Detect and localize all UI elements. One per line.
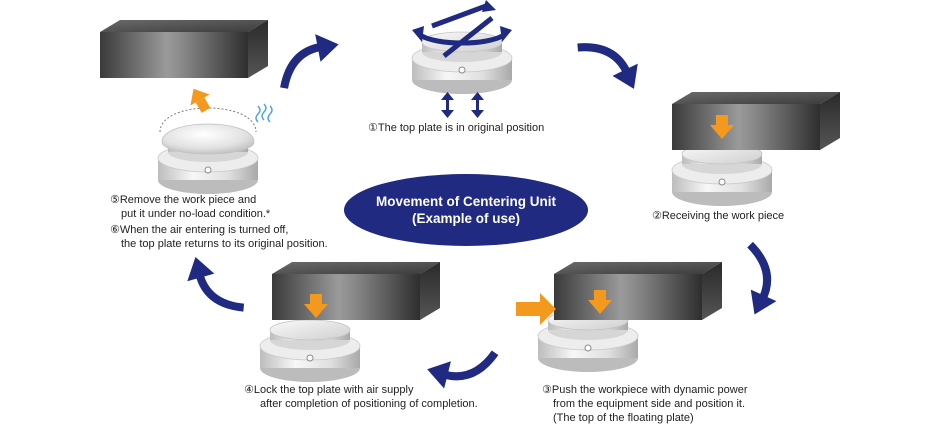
flow-arrow-5-to-1 <box>273 29 346 88</box>
step-3-caption-line-1: ③Push the workpiece with dynamic power <box>542 384 748 396</box>
step-3-caption-line-3: (The top of the floating plate) <box>553 412 694 424</box>
step-4-caption: ④Lock the top plate with air supply afte… <box>244 383 478 411</box>
step-2-caption-line: ②Receiving the work piece <box>652 210 785 222</box>
step-6-caption: ⑥When the air entering is turned off, th… <box>110 223 328 251</box>
step-3-workpiece <box>554 262 722 320</box>
step-6-caption-line-1: ⑥When the air entering is turned off, <box>110 224 289 236</box>
center-title: Movement of Centering Unit (Example of u… <box>346 175 586 245</box>
step-5-unit <box>157 123 259 195</box>
step-1-vertical-arrows <box>441 92 484 118</box>
center-title-line-2: (Example of use) <box>411 211 521 226</box>
step-3-push-arrow <box>516 293 556 325</box>
center-title-ellipse <box>344 174 588 246</box>
flow-arrow-1-to-2 <box>578 25 648 102</box>
center-title-line-1: Movement of Centering Unit <box>375 194 556 209</box>
step-4-workpiece <box>272 262 440 320</box>
step-5-up-arrow <box>190 88 211 113</box>
step-5-workpiece <box>100 20 268 78</box>
step-1-caption: ①The top plate is in original position <box>368 121 544 135</box>
step-2-unit <box>671 143 773 207</box>
step-3-caption-line-2: from the equipment side and position it. <box>553 398 746 410</box>
step-5-caption: ⑤Remove the work piece and put it under … <box>110 193 270 221</box>
step-5-caption-line-1: ⑤Remove the work piece and <box>110 194 257 206</box>
step-4-caption-line-2: after completion of positioning of compl… <box>260 398 478 410</box>
step-1-caption-line: ①The top plate is in original position <box>368 122 545 134</box>
flow-arrow-2-to-3 <box>728 245 791 320</box>
step-6-caption-line-2: the top plate returns to its original po… <box>121 238 328 250</box>
flow-arrow-4-to-5 <box>180 247 243 322</box>
step-5-air-lines <box>255 103 273 123</box>
step-5-caption-line-2: put it under no-load condition.* <box>121 208 271 220</box>
step-4-caption-line-1: ④Lock the top plate with air supply <box>244 384 414 396</box>
step-1-unit <box>411 0 513 95</box>
step-2-workpiece <box>672 92 840 150</box>
step-2-caption: ②Receiving the work piece <box>652 209 784 223</box>
step-3-caption: ③Push the workpiece with dynamic power f… <box>542 383 748 425</box>
step-4-unit <box>259 319 361 383</box>
